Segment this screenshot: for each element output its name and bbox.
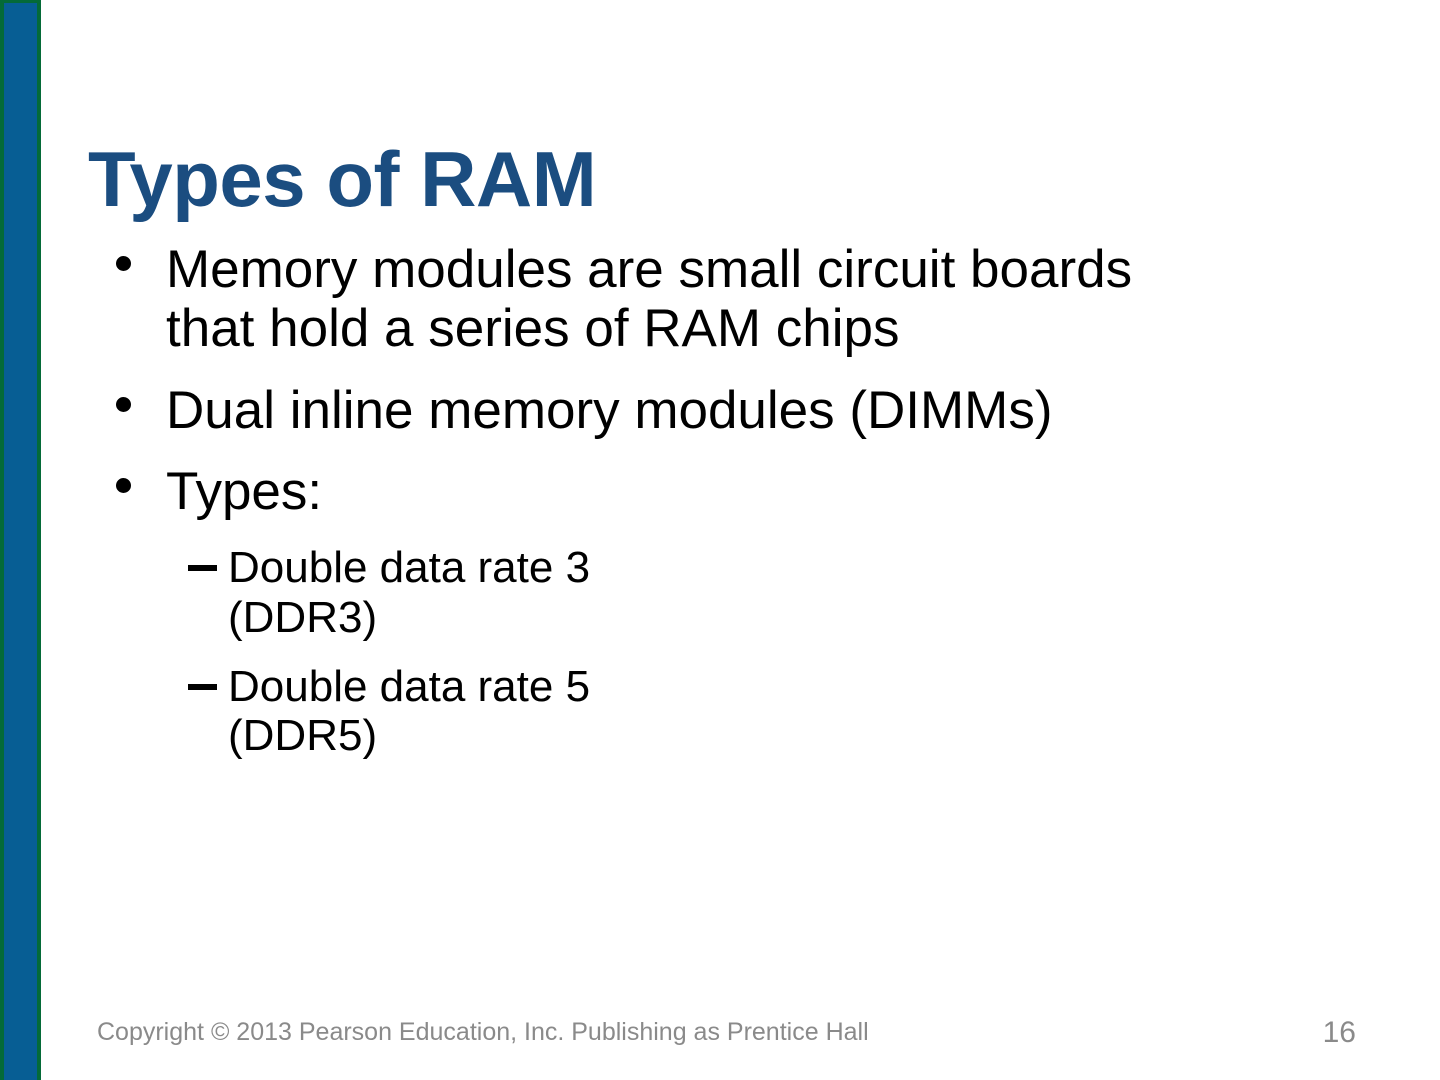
footer-copyright: Copyright © 2013 Pearson Education, Inc.… bbox=[97, 1018, 869, 1046]
bullet-item-3: Types: bbox=[100, 462, 1390, 521]
sub-bullet-item-2-line-2: (DDR5) bbox=[228, 711, 378, 761]
sub-bullet-item-2-line-1: Double data rate 5 bbox=[228, 661, 591, 711]
sub-bullet-item-1-line-2: (DDR3) bbox=[228, 592, 378, 642]
bullet-item-1-line-1: Memory modules are small circuit boards bbox=[166, 240, 1133, 299]
bullet-dash-icon bbox=[188, 683, 217, 690]
bullet-dash-icon bbox=[188, 565, 217, 572]
sub-bullet-item-2-text: Double data rate 5 (DDR5) bbox=[228, 662, 1390, 761]
bullet-item-3-text: Types: bbox=[166, 462, 1390, 521]
slide-title: Types of RAM bbox=[88, 135, 597, 224]
slide-page-number: 16 bbox=[1322, 1016, 1356, 1049]
bullet-item-2-text: Dual inline memory modules (DIMMs) bbox=[166, 381, 1390, 440]
bullet-item-3-line-1: Types: bbox=[166, 462, 323, 522]
sub-bullet-item-1: Double data rate 3 (DDR3) bbox=[100, 543, 1390, 642]
bullet-item-1: Memory modules are small circuit boards … bbox=[100, 240, 1390, 359]
sub-bullet-item-1-text: Double data rate 3 (DDR3) bbox=[228, 543, 1390, 642]
bullet-item-1-line-2: that hold a series of RAM chips bbox=[166, 299, 900, 359]
sub-bullet-item-1-line-1: Double data rate 3 bbox=[228, 543, 591, 593]
bullet-dot-icon bbox=[116, 255, 131, 271]
slide-body: Memory modules are small circuit boards … bbox=[100, 240, 1390, 781]
bullet-item-2-line-1: Dual inline memory modules (DIMMs) bbox=[166, 380, 1053, 440]
sub-bullet-item-2: Double data rate 5 (DDR5) bbox=[100, 662, 1390, 761]
left-accent-bar bbox=[0, 0, 41, 1080]
bullet-item-2: Dual inline memory modules (DIMMs) bbox=[100, 381, 1390, 440]
bullet-item-1-text: Memory modules are small circuit boards … bbox=[166, 240, 1390, 359]
bullet-dot-icon bbox=[116, 396, 131, 412]
bullet-dot-icon bbox=[116, 477, 131, 493]
